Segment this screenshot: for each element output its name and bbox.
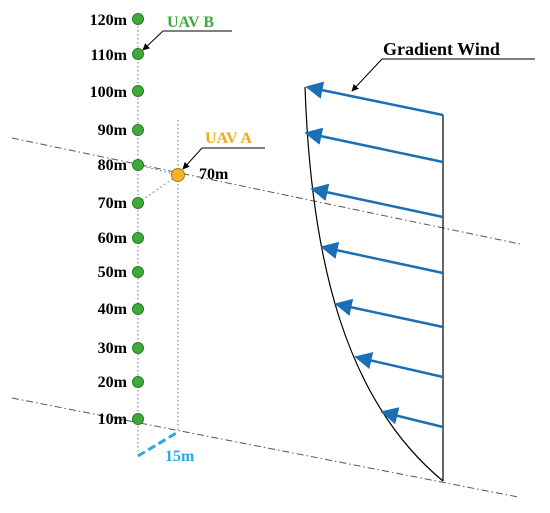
uav-a-node (171, 168, 185, 182)
altitude-label: 70m (98, 195, 128, 212)
wind-arrows (304, 81, 444, 429)
mast-node (132, 159, 144, 171)
mast-node (132, 266, 144, 278)
altitude-label: 60m (98, 230, 128, 247)
mast-nodes (132, 13, 144, 425)
upper-plane-line (11, 137, 521, 245)
uav-b-label: UAV B (167, 14, 214, 31)
ground-plane-line (11, 397, 519, 498)
altitude-labels: 120m 110m 100m 90m 80m 70m 60m 50m 40m 3… (90, 12, 128, 428)
altitude-label: 50m (98, 264, 128, 281)
altitude-label: 120m (90, 12, 128, 29)
wind-arrow (310, 183, 444, 219)
altitude-label: 10m (98, 411, 128, 428)
mast-node (132, 197, 144, 209)
wind-arrow (305, 81, 444, 117)
altitude-label: 30m (98, 340, 128, 357)
mast-node (132, 85, 144, 97)
uav-b-node (132, 48, 144, 60)
wind-arrow (304, 127, 444, 164)
gradient-wind-label: Gradient Wind (383, 39, 500, 59)
uav-b-leader (142, 30, 164, 51)
altitude-label: 110m (91, 47, 128, 64)
gradient-wind-leader (351, 58, 383, 92)
altitude-label: 80m (98, 157, 128, 174)
uav-a-leader (182, 147, 203, 170)
horizontal-offset-line (137, 430, 179, 458)
mast-node (132, 232, 144, 244)
altitude-label: 90m (98, 122, 128, 139)
horizontal-offset-label: 15m (165, 448, 195, 465)
mast-node (132, 376, 144, 388)
mast-node (132, 13, 144, 25)
wind-arrow (380, 407, 444, 429)
wind-arrow (320, 241, 444, 275)
uav-a-connector-70 (137, 174, 179, 204)
uav-a-height-label: 70m (199, 166, 229, 183)
mast-node (132, 124, 144, 136)
altitude-label: 20m (98, 374, 128, 391)
wind-arrow (354, 352, 444, 379)
mast-node (132, 413, 144, 425)
wind-arrow (334, 298, 444, 329)
mast-node (132, 303, 144, 315)
mast-node (132, 342, 144, 354)
wind-profile-curve (304, 86, 444, 482)
altitude-label: 40m (98, 301, 128, 318)
uav-a-label: UAV A (205, 130, 252, 147)
altitude-label: 100m (90, 84, 128, 101)
